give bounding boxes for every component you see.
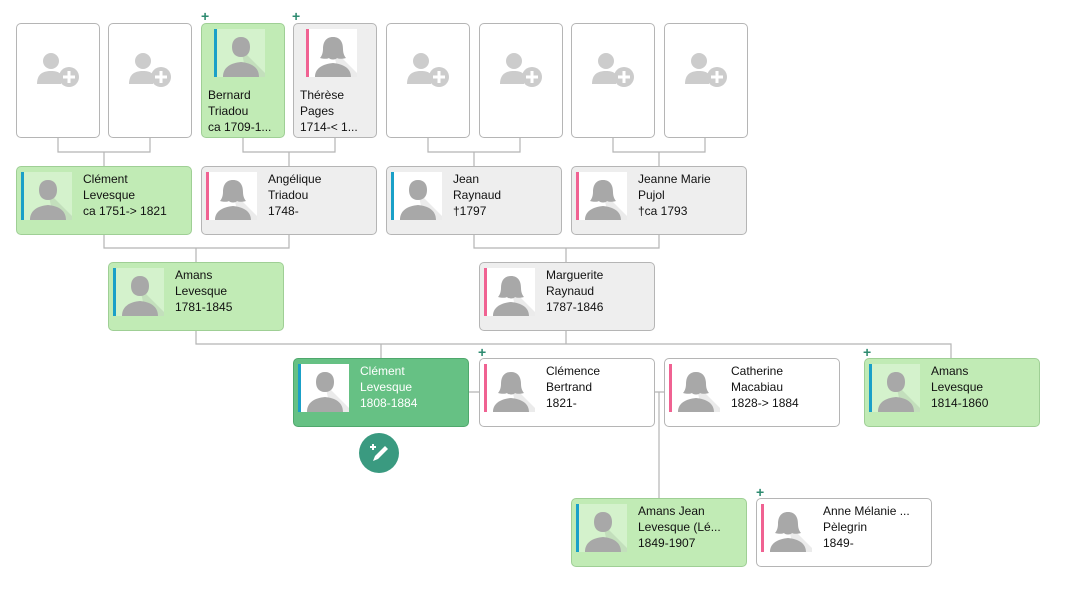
add-parent-slot[interactable] — [664, 23, 748, 138]
male-avatar-icon — [298, 364, 349, 412]
person-dates: 1849- — [823, 536, 854, 550]
female-avatar-icon — [576, 172, 627, 220]
add-parent-slot[interactable] — [108, 23, 192, 138]
person-dates: 1814-1860 — [931, 396, 989, 410]
person-last: Triadou — [208, 104, 249, 118]
person-first: Jeanne Marie — [638, 172, 711, 186]
female-avatar-icon — [761, 504, 812, 552]
person-last: Levesque — [175, 284, 228, 298]
add-parent-slot[interactable] — [16, 23, 100, 138]
person-first: Marguerite — [546, 268, 604, 282]
female-avatar-icon — [206, 172, 257, 220]
person-last: Macabiau — [731, 380, 784, 394]
add-person-icon — [592, 53, 634, 87]
male-avatar-icon — [214, 29, 265, 77]
add-parents-plus[interactable]: + — [478, 344, 487, 360]
person-first: Angélique — [268, 172, 322, 186]
female-avatar-icon — [669, 364, 720, 412]
person-last: Bertrand — [546, 380, 593, 394]
female-avatar-icon — [484, 364, 535, 412]
person-last: Raynaud — [546, 284, 595, 298]
male-avatar-icon — [391, 172, 442, 220]
person-last: Raynaud — [453, 188, 502, 202]
person-dates: 1748- — [268, 204, 299, 218]
person-dates: 1828-> 1884 — [731, 396, 799, 410]
person-first: Anne Mélanie ... — [823, 504, 910, 518]
female-avatar-icon — [306, 29, 357, 77]
male-avatar-icon — [869, 364, 920, 412]
person-last: Levesque — [931, 380, 984, 394]
person-last: Levesque (Lé... — [638, 520, 721, 534]
person-dates: ca 1751-> 1821 — [83, 204, 167, 218]
male-avatar-icon — [21, 172, 72, 220]
add-parent-slot[interactable] — [571, 23, 655, 138]
edit-person-button[interactable] — [359, 433, 399, 473]
person-last: Triadou — [268, 188, 309, 202]
person-dates: †1797 — [453, 204, 487, 218]
female-avatar-icon — [484, 268, 535, 316]
person-dates: 1787-1846 — [546, 300, 604, 314]
person-dates: ca 1709-1... — [208, 120, 272, 134]
person-first: Clément — [83, 172, 128, 186]
add-person-icon — [500, 53, 542, 87]
add-parent-slot[interactable] — [479, 23, 563, 138]
person-first: Jean — [453, 172, 480, 186]
person-card-anne[interactable]: Anne Mélanie ... Pèlegrin 1849- — [756, 498, 932, 567]
person-first: Amans — [175, 268, 213, 282]
person-dates: 1808-1884 — [360, 396, 418, 410]
add-person-icon — [407, 53, 449, 87]
person-first: Clément — [360, 364, 405, 378]
add-parents-plus[interactable]: + — [201, 8, 210, 24]
person-first: Thérèse — [300, 88, 345, 102]
add-person-icon — [37, 53, 79, 87]
person-first: Amans — [931, 364, 969, 378]
person-last: Levesque — [83, 188, 136, 202]
person-first: Bernard — [208, 88, 251, 102]
person-dates: 1849-1907 — [638, 536, 696, 550]
person-first: Amans Jean — [638, 504, 705, 518]
male-avatar-icon — [113, 268, 164, 316]
person-dates: †ca 1793 — [638, 204, 688, 218]
add-person-icon — [129, 53, 171, 87]
person-last: Levesque — [360, 380, 413, 394]
person-last: Pujol — [638, 188, 665, 202]
person-first: Catherine — [731, 364, 784, 378]
add-person-icon — [685, 53, 727, 87]
person-first: Clémence — [546, 364, 601, 378]
add-parent-slot[interactable] — [386, 23, 470, 138]
person-dates: 1714-< 1... — [300, 120, 358, 134]
add-parents-plus[interactable]: + — [292, 8, 301, 24]
add-parents-plus[interactable]: + — [756, 484, 765, 500]
person-dates: 1781-1845 — [175, 300, 233, 314]
male-avatar-icon — [576, 504, 627, 552]
person-last: Pages — [300, 104, 335, 118]
person-last: Pèlegrin — [823, 520, 868, 534]
edit-pencil-icon — [370, 444, 388, 461]
add-parents-plus[interactable]: + — [863, 344, 872, 360]
person-dates: 1821- — [546, 396, 577, 410]
